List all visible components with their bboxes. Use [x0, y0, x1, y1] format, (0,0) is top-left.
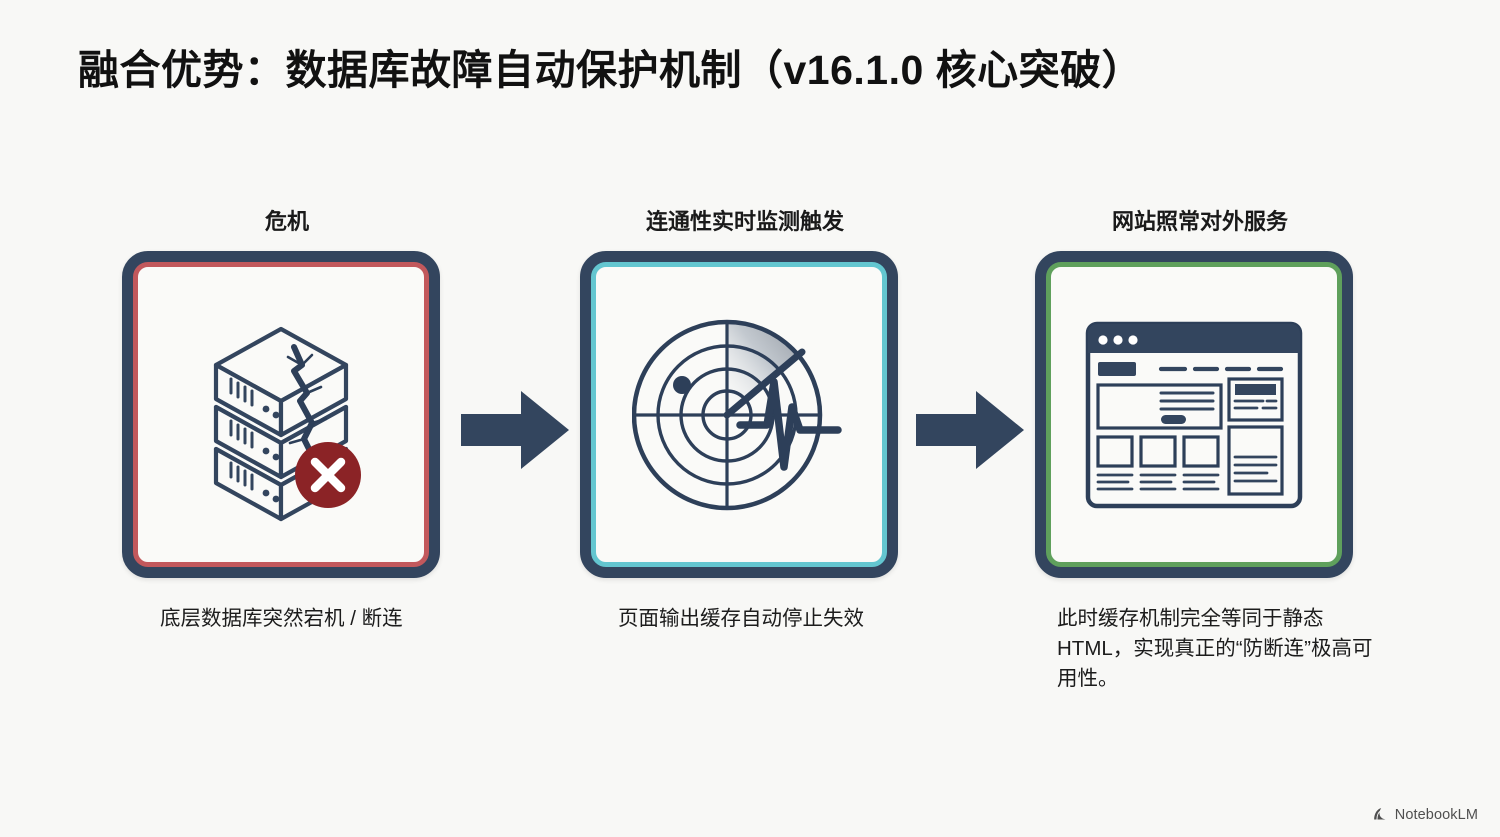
flow-step-3: 网站照常对外服务: [1035, 205, 1375, 694]
radar-sweep-line: [723, 348, 805, 419]
browser-title-bar: [1088, 323, 1300, 353]
arrow-step-2-to-3: [916, 387, 1026, 473]
radar-pulse-monitor-icon: [631, 319, 842, 511]
process-flow: 危机: [0, 205, 1500, 765]
flow-step-3-heading: 网站照常对外服务: [1111, 209, 1288, 234]
radar-sweep-wedge: [726, 320, 800, 415]
flow-step-2-caption: 页面输出缓存自动停止失效: [618, 607, 864, 630]
browser-window-wireframe-icon: [1085, 321, 1303, 508]
flow-step-1-caption: 底层数据库突然宕机 / 断连: [160, 607, 403, 630]
cracked-server-rack-error-icon: [213, 326, 361, 522]
page-title: 融合优势：数据库故障自动保护机制（v16.1.0 核心突破）: [78, 47, 1144, 93]
flow-step-3-card: [1035, 251, 1353, 578]
flow-step-2-card: [580, 251, 898, 578]
flow-step-1-heading: 危机: [264, 209, 309, 234]
flow-step-2: 连通性实时监测触发: [580, 205, 920, 634]
flow-step-1: 危机: [122, 205, 462, 634]
flow-step-1-card: [122, 251, 440, 578]
radar-blip-dot: [672, 376, 691, 394]
arrow-right-icon: [916, 391, 1024, 469]
pulse-waveform: [735, 378, 842, 471]
flow-step-1-card-inner: [133, 262, 429, 567]
flow-step-3-caption: 此时缓存机制完全等同于静态 HTML，实现真正的“防断连”极高可用性。: [1057, 607, 1373, 690]
notebooklm-watermark-label: NotebookLM: [1394, 806, 1478, 823]
flow-step-2-heading: 连通性实时监测触发: [645, 209, 844, 234]
notebooklm-watermark: NotebookLM: [1372, 806, 1478, 823]
arrow-right-icon: [461, 391, 569, 469]
flow-step-3-card-inner: [1046, 262, 1342, 567]
notebooklm-spark-icon: [1373, 808, 1386, 820]
flow-step-2-card-inner: [591, 262, 887, 567]
arrow-step-1-to-2: [461, 387, 571, 473]
